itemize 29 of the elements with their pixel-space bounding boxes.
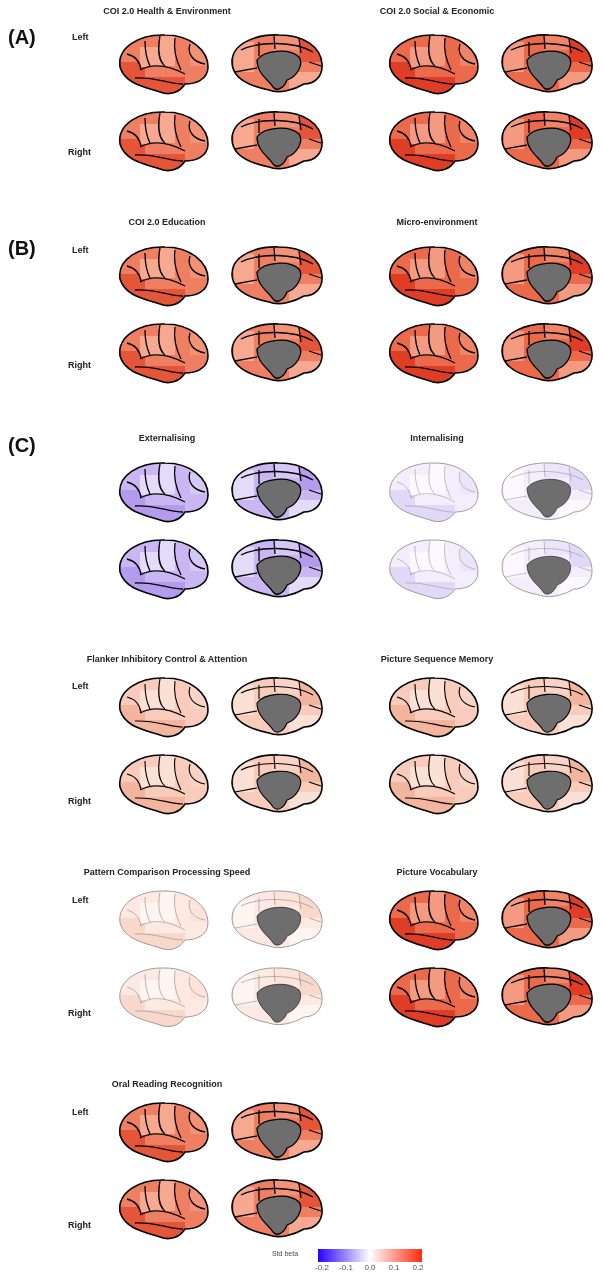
hemisphere-label: Left [72, 682, 89, 692]
hemisphere-label: Right [68, 1221, 91, 1231]
colorbar-tick-label: 0.2 [412, 1264, 424, 1273]
hemisphere-label: Left [72, 33, 89, 43]
hemisphere-label: Right [68, 361, 91, 371]
panel-title: Flanker Inhibitory Control & Attention [86, 655, 248, 665]
hemisphere-label: Right [68, 797, 91, 807]
hemisphere-label: Left [72, 246, 89, 256]
hemisphere-label: Right [68, 148, 91, 158]
panel-title: Pattern Comparison Processing Speed [83, 868, 251, 878]
hemisphere-label: Left [72, 896, 89, 906]
panel-letter: (A) [8, 26, 36, 48]
colorbar-tick-label: 0.0 [364, 1264, 376, 1273]
panel-letter: (B) [8, 237, 36, 259]
hemisphere-label: Right [68, 1009, 91, 1019]
panel-title: COI 2.0 Social & Economic [379, 7, 495, 17]
panel-title: Oral Reading Recognition [111, 1080, 223, 1090]
panel-title: Picture Vocabulary [396, 868, 478, 878]
panel-title: COI 2.0 Education [128, 218, 206, 228]
panel-letter: (C) [8, 434, 36, 456]
hemisphere-label: Left [72, 1108, 89, 1118]
colorbar-tick-label: 0.1 [388, 1264, 400, 1273]
panel-title: Picture Sequence Memory [380, 655, 494, 665]
colorbar-tick-label: -0.2 [315, 1264, 329, 1273]
panel-title: Internalising [410, 434, 464, 444]
panel-title: Externalising [138, 434, 196, 444]
panel-title: Micro-environment [396, 218, 478, 228]
panel-title: COI 2.0 Health & Environment [103, 7, 231, 17]
colorbar-tick-label: -0.1 [339, 1264, 353, 1273]
